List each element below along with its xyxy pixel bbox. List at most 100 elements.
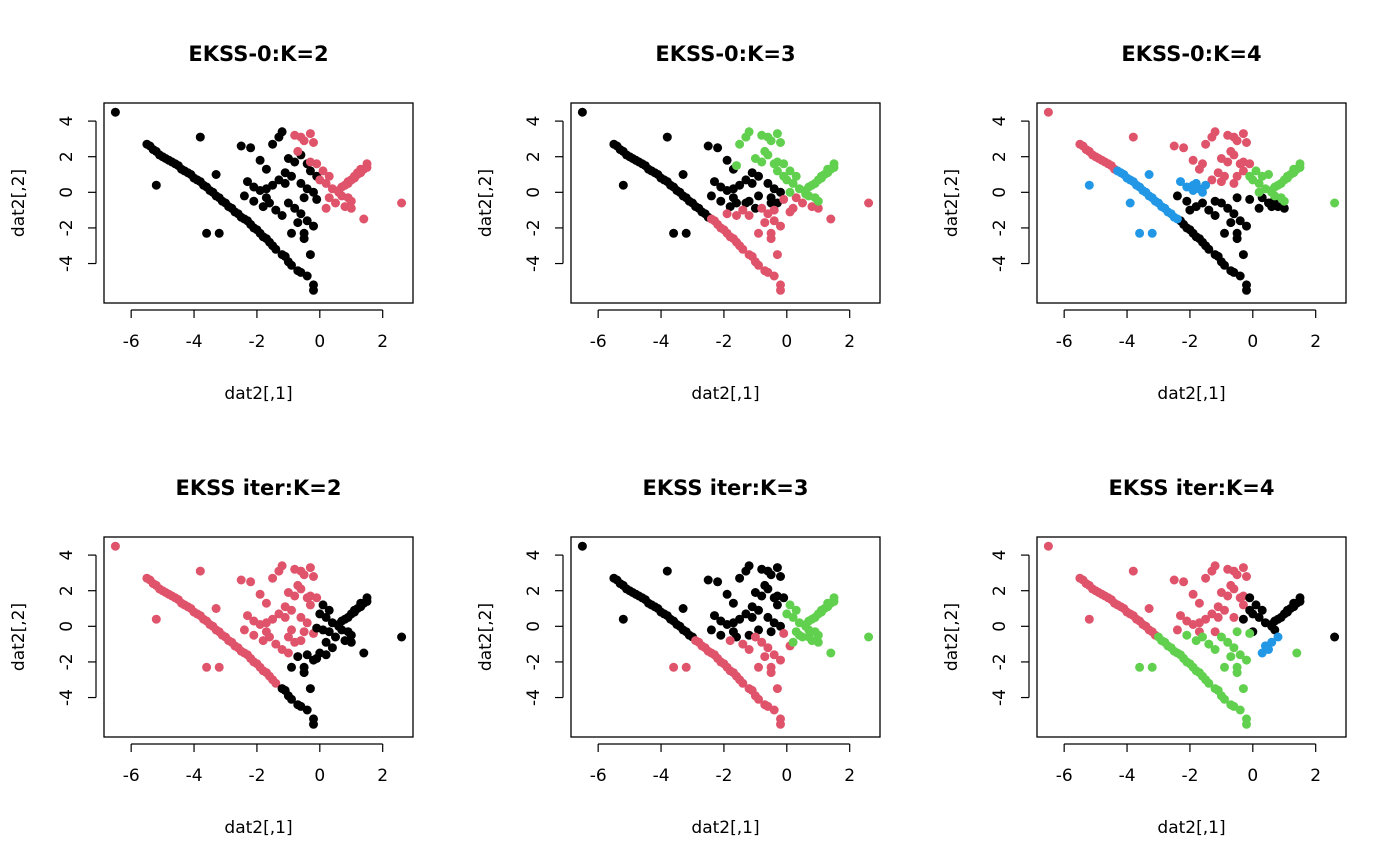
data-point xyxy=(331,198,340,208)
data-point xyxy=(1257,605,1267,615)
data-point xyxy=(1260,641,1270,651)
data-point xyxy=(747,178,757,188)
data-point xyxy=(1226,580,1236,590)
data-point xyxy=(346,196,356,206)
data-point xyxy=(312,194,322,204)
y-axis-label: dat2[,2] xyxy=(942,603,962,671)
data-point xyxy=(1194,598,1204,608)
data-point xyxy=(788,612,798,622)
y-tick-label: 4 xyxy=(57,116,77,127)
y-axis-label: dat2[,2] xyxy=(9,603,29,671)
x-tick-label: -6 xyxy=(590,332,607,352)
data-point xyxy=(772,166,782,176)
data-point xyxy=(681,228,691,238)
data-point xyxy=(296,209,306,219)
data-point xyxy=(239,191,249,201)
data-point xyxy=(744,561,754,571)
data-point xyxy=(1201,180,1211,190)
data-point xyxy=(302,618,312,628)
data-point xyxy=(340,180,350,190)
data-point xyxy=(577,541,587,551)
data-point xyxy=(1188,155,1198,165)
x-tick-label: -2 xyxy=(715,766,732,786)
data-point xyxy=(776,285,785,295)
data-point xyxy=(1254,178,1264,188)
data-point xyxy=(1084,180,1094,190)
y-tick-label: 2 xyxy=(57,585,77,596)
data-point xyxy=(1267,202,1277,212)
plot-frame xyxy=(1036,102,1347,304)
data-point xyxy=(151,614,161,624)
y-axis-label: dat2[,2] xyxy=(942,169,962,237)
data-point xyxy=(1182,196,1192,206)
data-point xyxy=(769,216,779,226)
data-point xyxy=(823,164,833,174)
data-point xyxy=(1226,146,1236,156)
data-point xyxy=(359,214,369,224)
data-point xyxy=(741,198,751,208)
data-point xyxy=(280,612,290,622)
data-point xyxy=(1210,127,1220,137)
data-point xyxy=(766,662,776,672)
y-tick-label: 0 xyxy=(57,621,77,632)
data-point xyxy=(864,632,874,642)
data-point xyxy=(798,198,807,208)
data-point xyxy=(236,575,246,585)
data-point xyxy=(293,146,303,156)
data-point xyxy=(1279,196,1289,206)
data-point xyxy=(791,171,801,181)
data-point xyxy=(1242,221,1251,231)
data-point xyxy=(1172,191,1182,201)
data-point xyxy=(302,271,312,281)
data-point xyxy=(1210,211,1220,220)
data-point xyxy=(791,193,801,203)
data-point xyxy=(1210,196,1220,206)
data-point xyxy=(678,170,688,179)
panel-title: EKSS-0:K=3 xyxy=(655,42,795,66)
data-point xyxy=(794,630,804,640)
data-point xyxy=(1242,572,1251,581)
data-point xyxy=(669,662,679,672)
data-point xyxy=(1204,639,1214,649)
points-group xyxy=(110,107,407,295)
data-point xyxy=(864,198,874,208)
data-point xyxy=(283,648,293,658)
data-point xyxy=(261,164,271,174)
data-point xyxy=(785,207,795,217)
data-point xyxy=(732,211,741,220)
data-point xyxy=(732,161,741,171)
plot-frame xyxy=(570,536,881,738)
data-point xyxy=(1242,719,1251,729)
x-tick-label: -4 xyxy=(186,332,203,352)
data-point xyxy=(299,627,309,637)
data-point xyxy=(738,205,748,215)
panel-title: EKSS iter:K=4 xyxy=(1109,476,1275,500)
data-point xyxy=(763,150,773,160)
data-point xyxy=(1043,107,1053,117)
data-point xyxy=(1245,593,1255,603)
data-point xyxy=(1229,178,1239,188)
data-point xyxy=(1279,203,1289,213)
x-axis-label: dat2[,1] xyxy=(691,384,759,404)
y-tick-label: 4 xyxy=(990,550,1010,561)
data-point xyxy=(1330,632,1340,642)
points-group xyxy=(577,107,874,295)
data-point xyxy=(305,684,315,694)
data-point xyxy=(261,598,271,608)
data-point xyxy=(1251,166,1261,176)
x-tick-label: -4 xyxy=(653,332,670,352)
x-tick-label: -6 xyxy=(1056,332,1073,352)
data-point xyxy=(769,705,779,715)
data-point xyxy=(324,193,334,203)
data-point xyxy=(713,577,723,587)
data-point xyxy=(728,193,738,203)
data-point xyxy=(305,600,315,610)
data-point xyxy=(305,166,315,176)
y-tick-label: -4 xyxy=(990,689,1010,706)
data-point xyxy=(757,591,767,601)
data-point xyxy=(287,694,296,704)
data-point xyxy=(299,570,309,580)
data-point xyxy=(1188,589,1198,599)
